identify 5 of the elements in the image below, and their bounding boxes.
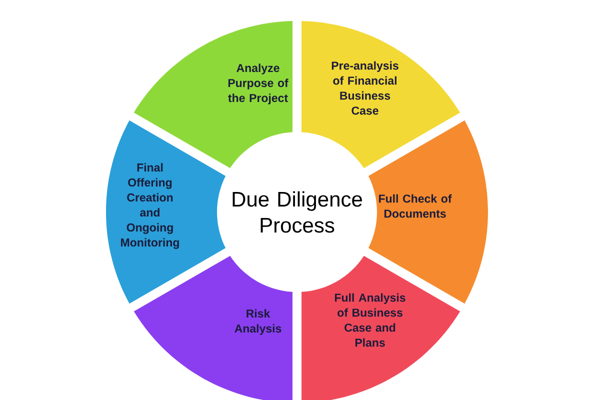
ring-segment: Final Offering Creation and Ongoing Monitoring	[106, 120, 226, 304]
ring-segment: Risk Analysis	[134, 256, 292, 400]
ring-segment: Full Analysis of Business Case and Plans	[302, 256, 460, 400]
center-title: Due Diligence Process	[232, 191, 362, 233]
ring-segment: Pre-analysis of Financial Business Case	[302, 21, 460, 168]
